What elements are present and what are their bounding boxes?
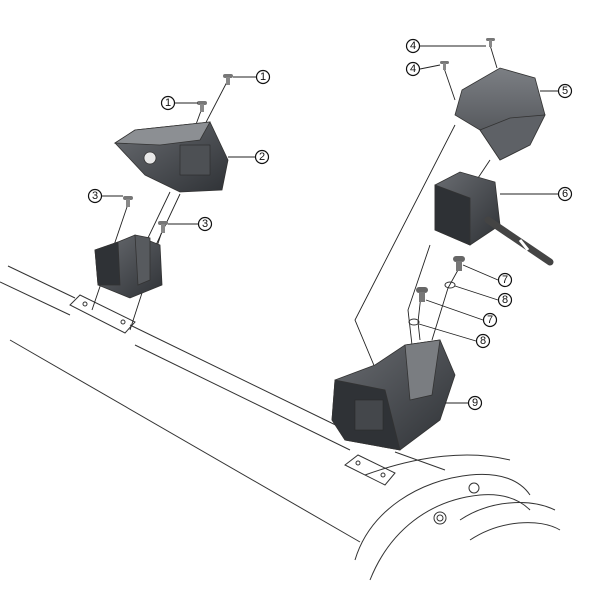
left-mount-plate (69, 294, 136, 334)
svg-text:1: 1 (165, 97, 171, 109)
svg-text:3: 3 (202, 218, 208, 230)
callout-3a: 3 (87, 188, 103, 204)
callout-7a: 7 (497, 272, 513, 288)
screw-icon (223, 74, 233, 85)
vehicle-body-outline (0, 265, 561, 581)
part-9-housing (331, 339, 456, 451)
svg-text:7: 7 (502, 274, 508, 286)
part-2-bracket-cover (113, 121, 229, 193)
svg-text:1: 1 (260, 71, 266, 83)
screw-icon (197, 101, 207, 112)
fasteners-right (408, 38, 495, 326)
svg-text:5: 5 (562, 85, 568, 97)
part-6-camera (434, 171, 554, 266)
screw-icon (453, 256, 465, 271)
svg-text:8: 8 (480, 335, 486, 347)
part-mount-bracket (94, 234, 163, 299)
callout-5: 5 (557, 83, 573, 99)
callout-2: 2 (254, 149, 270, 165)
right-mount-plate (344, 454, 396, 486)
callout-9: 9 (467, 395, 483, 411)
svg-text:8: 8 (502, 294, 508, 306)
svg-text:4: 4 (410, 63, 416, 75)
callout-1a: 1 (255, 69, 271, 85)
callout-3b: 3 (197, 216, 213, 232)
washer-icon (408, 318, 420, 326)
callout-leaders (102, 45, 558, 404)
screw-icon (123, 196, 133, 207)
callout-8b: 8 (475, 333, 491, 349)
callout-6: 6 (557, 186, 573, 202)
svg-text:7: 7 (487, 314, 493, 326)
screw-icon (486, 38, 495, 47)
washer-icon (444, 281, 456, 289)
svg-text:9: 9 (472, 397, 478, 409)
screw-icon (440, 61, 449, 70)
callout-8a: 8 (497, 292, 513, 308)
svg-text:4: 4 (410, 40, 416, 52)
callout-1b: 1 (160, 95, 176, 111)
callout-4b: 4 (405, 61, 421, 77)
grommet-icon (433, 511, 447, 525)
callout-4a: 4 (405, 38, 421, 54)
screws-left (123, 74, 233, 233)
svg-text:3: 3 (92, 190, 98, 202)
body-hole (468, 482, 480, 494)
part-5-camera-cover (454, 67, 546, 161)
svg-text:6: 6 (562, 188, 568, 200)
screw-icon (158, 221, 168, 233)
callout-7b: 7 (482, 312, 498, 328)
screw-icon (416, 287, 428, 302)
svg-text:2: 2 (259, 151, 265, 163)
